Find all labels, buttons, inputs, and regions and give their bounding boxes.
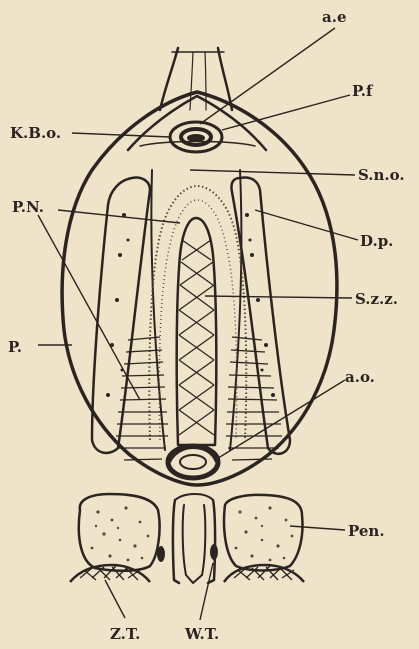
label-pen: Pen. [348,522,385,540]
label-wt: W.T. [184,625,219,643]
ao-ring [168,446,218,478]
szz-column [177,218,217,445]
label-dp: D.p. [360,232,393,250]
label-ae: a.e [322,8,347,26]
label-p: P. [8,338,22,356]
pn-arch [149,186,246,440]
label-ao: a.o. [345,368,375,386]
kbo-ring [170,122,222,152]
label-zt: Z.T. [110,625,140,643]
label-kbo: K.B.o. [10,124,61,142]
pen-pad-left [79,494,160,571]
hatching-right [226,337,282,460]
pen-pad-right [224,495,302,571]
label-pf: P.f [352,82,374,100]
seed-right [210,544,218,560]
label-szz: S.z.z. [355,290,398,308]
zt-fragments [70,565,304,582]
label-pn: P.N. [12,198,44,216]
label-sno: S.n.o. [358,166,405,184]
lower-tube [173,494,215,583]
